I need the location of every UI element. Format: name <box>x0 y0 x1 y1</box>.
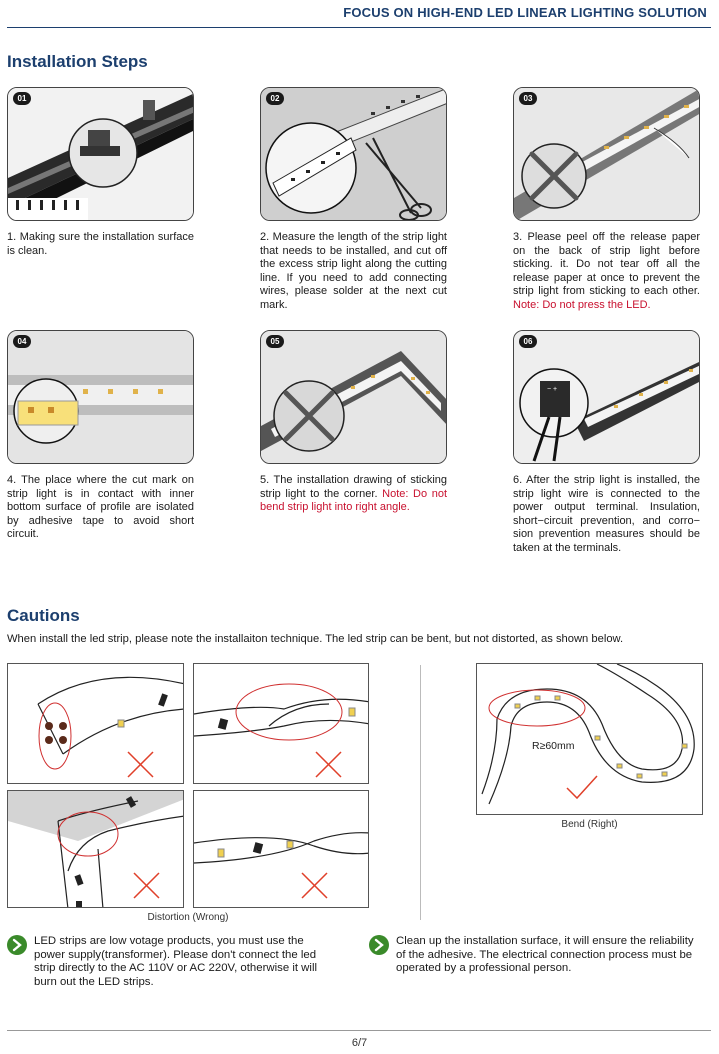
step-1: 01 1. Making sure the installation surfa… <box>7 87 194 258</box>
right-caption: Bend (Right) <box>561 819 618 830</box>
step-6-illustration: 06 − + <box>513 330 700 464</box>
cautions-intro: When install the led strip, please note … <box>7 633 624 645</box>
right-example: R≥60mm <box>476 663 703 815</box>
step-4-text: 4. The place where the cut mark on strip… <box>7 474 194 542</box>
step-5-body: 5. The installation drawing of sticking … <box>260 474 447 500</box>
step-2-text: 2. Measure the length of the strip light… <box>260 231 447 313</box>
radius-label: R≥60mm <box>532 740 575 752</box>
step-5-illustration: 05 <box>260 330 447 464</box>
cautions-divider <box>420 665 421 920</box>
step-2-illustration: 02 <box>260 87 447 221</box>
installation-title: Installation Steps <box>7 52 148 71</box>
wrong-example-4 <box>193 790 369 908</box>
step-4-body: 4. The place where the cut mark on strip… <box>7 474 194 541</box>
step-6: 06 − + 6. After the strip light is insta… <box>513 330 700 556</box>
caution-bullet-1-text: LED strips are low votage products, you … <box>34 935 318 989</box>
check-arrow-icon <box>369 935 389 955</box>
wrong-example-1 <box>7 663 184 784</box>
wrong-example-3 <box>7 790 184 908</box>
step-1-illustration: 01 <box>7 87 194 221</box>
wrong-example-2 <box>193 663 369 784</box>
wrong-caption: Distortion (Wrong) <box>147 912 229 923</box>
step-1-body: 1. Making sure the installation surface … <box>7 231 194 257</box>
step-2: 02 2. Measure the length of the strip li… <box>260 87 447 313</box>
step-3-number: 03 <box>519 92 537 105</box>
header-rule <box>7 27 711 28</box>
header-title: FOCUS ON HIGH-END LED LINEAR LIGHTING SO… <box>343 5 707 20</box>
step-1-number: 01 <box>13 92 31 105</box>
step-6-body: 6. After the strip light is installed, t… <box>513 474 700 554</box>
step-3-body: 3. Please peel off the release paper on … <box>513 231 700 298</box>
page-number: 6/7 <box>351 1037 368 1049</box>
footer-rule <box>7 1030 711 1031</box>
step-2-body: 2. Measure the length of the strip light… <box>260 231 447 311</box>
step-5-text: 5. The installation drawing of sticking … <box>260 474 447 515</box>
step-5: 05 5. The installation drawing of sticki… <box>260 330 447 515</box>
check-arrow-icon <box>7 935 27 955</box>
caution-bullet-1: LED strips are low votage products, you … <box>7 935 337 990</box>
step-3-text: 3. Please peel off the release paper on … <box>513 231 700 313</box>
step-3-illustration: 03 <box>513 87 700 221</box>
step-4: 04 4. The place where the cut mark on st… <box>7 330 194 542</box>
step-1-text: 1. Making sure the installation surface … <box>7 231 194 258</box>
step-3-note: Note: Do not press the LED. <box>513 298 651 311</box>
cautions-title: Cautions <box>7 606 80 625</box>
step-4-illustration: 04 <box>7 330 194 464</box>
step-4-number: 04 <box>13 335 31 348</box>
svg-text:− +: − + <box>547 386 557 393</box>
step-3: 03 3. Please peel off the release paper … <box>513 87 700 313</box>
step-6-number: 06 <box>519 335 537 348</box>
caution-bullet-2: Clean up the installation surface, it wi… <box>369 935 701 976</box>
step-6-text: 6. After the strip light is installed, t… <box>513 474 700 556</box>
step-5-note: Note: Do not bend strip light into right… <box>260 487 448 514</box>
caution-bullet-2-text: Clean up the installation surface, it wi… <box>396 935 694 975</box>
step-5-number: 05 <box>266 335 284 348</box>
step-2-number: 02 <box>266 92 284 105</box>
